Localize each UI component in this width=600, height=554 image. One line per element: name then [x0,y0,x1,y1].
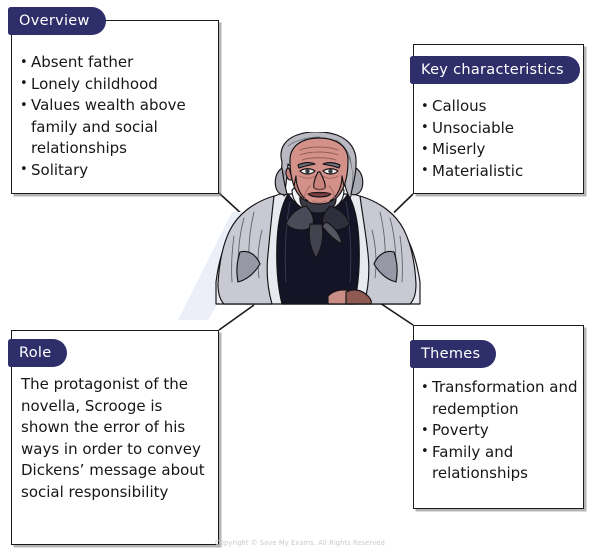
connector-role [218,304,255,331]
box-role-body: The protagonist of the novella, Scrooge … [21,374,211,503]
themes-list: Transformation and redemption Poverty Fa… [421,377,581,485]
list-item: Callous [421,96,583,118]
box-key-characteristics-body: Callous Unsociable Miserly Materialistic [421,96,583,182]
role-paragraph: The protagonist of the novella, Scrooge … [21,375,205,501]
list-item: Miserly [421,139,583,161]
list-item: Poverty [421,420,581,442]
list-item: Solitary [20,159,216,182]
connector-themes [379,302,414,326]
list-item: Materialistic [421,160,583,183]
box-key-characteristics-label: Key characteristics [410,56,580,84]
box-overview-label: Overview [8,7,106,35]
list-item: Absent father [20,52,216,74]
scrooge-portrait-illustration [210,132,426,314]
box-role-label: Role [8,339,68,367]
copyright-footer: Copyright © Save My Exams. All Rights Re… [215,539,385,547]
overview-list: Absent father Lonely childhood Values we… [20,52,216,181]
list-item: Values wealth above family and social re… [20,95,216,160]
box-overview-body: Absent father Lonely childhood Values we… [20,52,216,181]
box-themes-label: Themes [410,340,497,368]
list-item: Lonely childhood [20,73,216,96]
list-item: Family and relationships [421,441,581,485]
key-characteristics-list: Callous Unsociable Miserly Materialistic [421,96,583,182]
list-item: Unsociable [421,117,583,140]
list-item: Transformation and redemption [421,377,581,420]
box-themes-body: Transformation and redemption Poverty Fa… [421,377,581,485]
